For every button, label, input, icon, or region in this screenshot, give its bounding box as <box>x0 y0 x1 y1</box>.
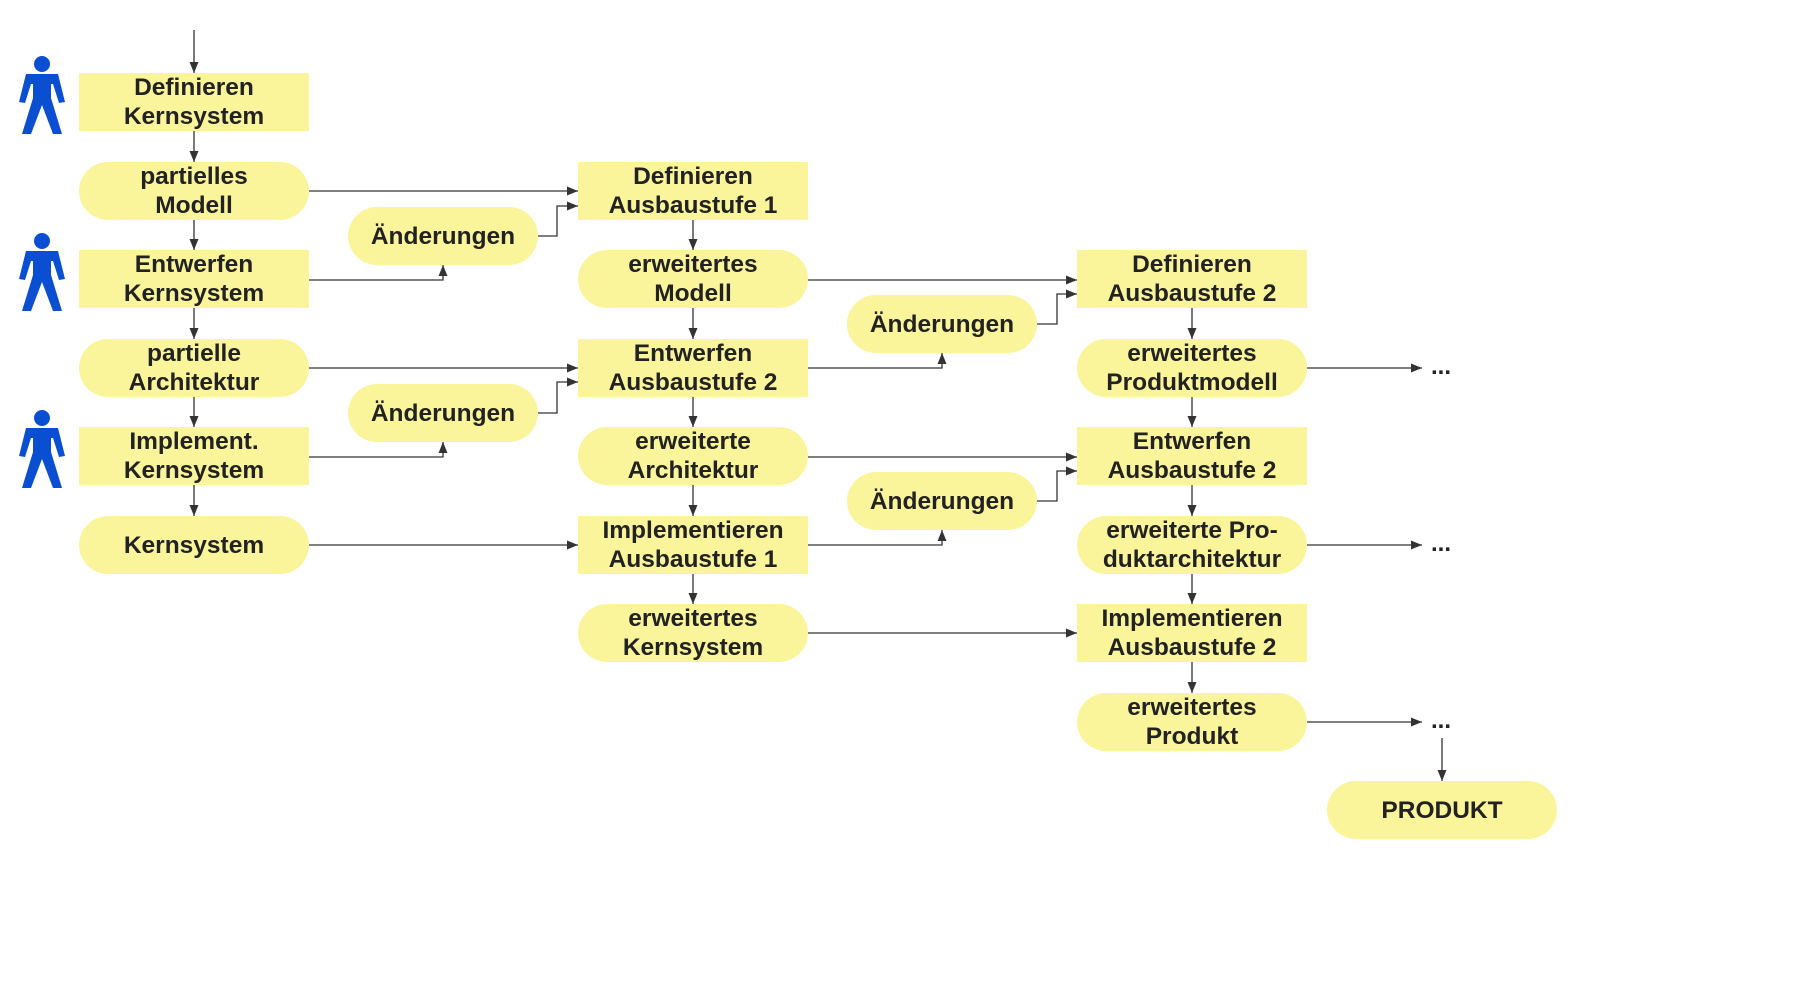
arrowhead <box>189 239 199 250</box>
arrowhead <box>567 363 578 373</box>
arrowhead <box>1187 505 1197 516</box>
arrowhead <box>567 186 578 196</box>
arrowhead <box>189 416 199 427</box>
arrowhead <box>688 416 698 427</box>
arrowhead <box>567 377 578 387</box>
continuation-ellipsis: ... <box>1431 707 1452 734</box>
arrowhead <box>567 540 578 550</box>
arrowhead <box>688 505 698 516</box>
arrowhead <box>1066 466 1077 476</box>
arrowhead <box>1187 593 1197 604</box>
connector-arrow <box>309 265 444 281</box>
arrowhead <box>189 151 199 162</box>
continuation-ellipsis: ... <box>1431 530 1452 557</box>
node-implement-kernsystem: Implement.Kernsystem <box>79 427 309 485</box>
arrowhead <box>1066 452 1077 462</box>
connector-arrow <box>538 381 578 414</box>
connector-arrow <box>1037 470 1077 502</box>
arrowhead <box>1411 363 1422 373</box>
arrowhead <box>1187 416 1197 427</box>
arrowhead <box>567 201 578 211</box>
person-icon <box>19 410 65 488</box>
arrowhead <box>688 593 698 604</box>
arrowhead <box>1411 540 1422 550</box>
connector-arrow <box>1037 293 1077 325</box>
arrowhead <box>937 530 947 541</box>
arrowhead <box>189 505 199 516</box>
arrowhead <box>1411 717 1422 727</box>
connector-arrow <box>538 205 578 237</box>
arrowhead <box>189 62 199 73</box>
person-icon <box>19 56 65 134</box>
node-aenderungen-3: Änderungen <box>847 295 1037 353</box>
arrowhead <box>1066 289 1077 299</box>
arrowhead <box>937 353 947 364</box>
connector-arrow <box>808 530 943 546</box>
continuation-ellipsis: ... <box>1431 353 1452 380</box>
arrowhead <box>438 265 448 276</box>
arrowhead <box>1066 628 1077 638</box>
node-aenderungen-2: Änderungen <box>348 384 538 442</box>
node-erweiterte-produktarchitektur: erweiterte Pro-duktarchitektur <box>1077 516 1307 574</box>
arrowhead <box>1066 275 1077 285</box>
node-kernsystem: Kernsystem <box>79 516 309 574</box>
arrowhead <box>1187 328 1197 339</box>
connector-arrow <box>808 353 943 369</box>
arrowhead <box>1187 682 1197 693</box>
node-aenderungen-4: Änderungen <box>847 472 1037 530</box>
arrowhead <box>1437 770 1447 781</box>
person-icon <box>19 233 65 311</box>
arrowhead <box>438 442 448 453</box>
node-produkt: PRODUKT <box>1327 781 1557 839</box>
arrowhead <box>189 328 199 339</box>
node-aenderungen-1: Änderungen <box>348 207 538 265</box>
connector-arrow <box>309 442 444 458</box>
arrowhead <box>688 239 698 250</box>
arrowhead <box>688 328 698 339</box>
